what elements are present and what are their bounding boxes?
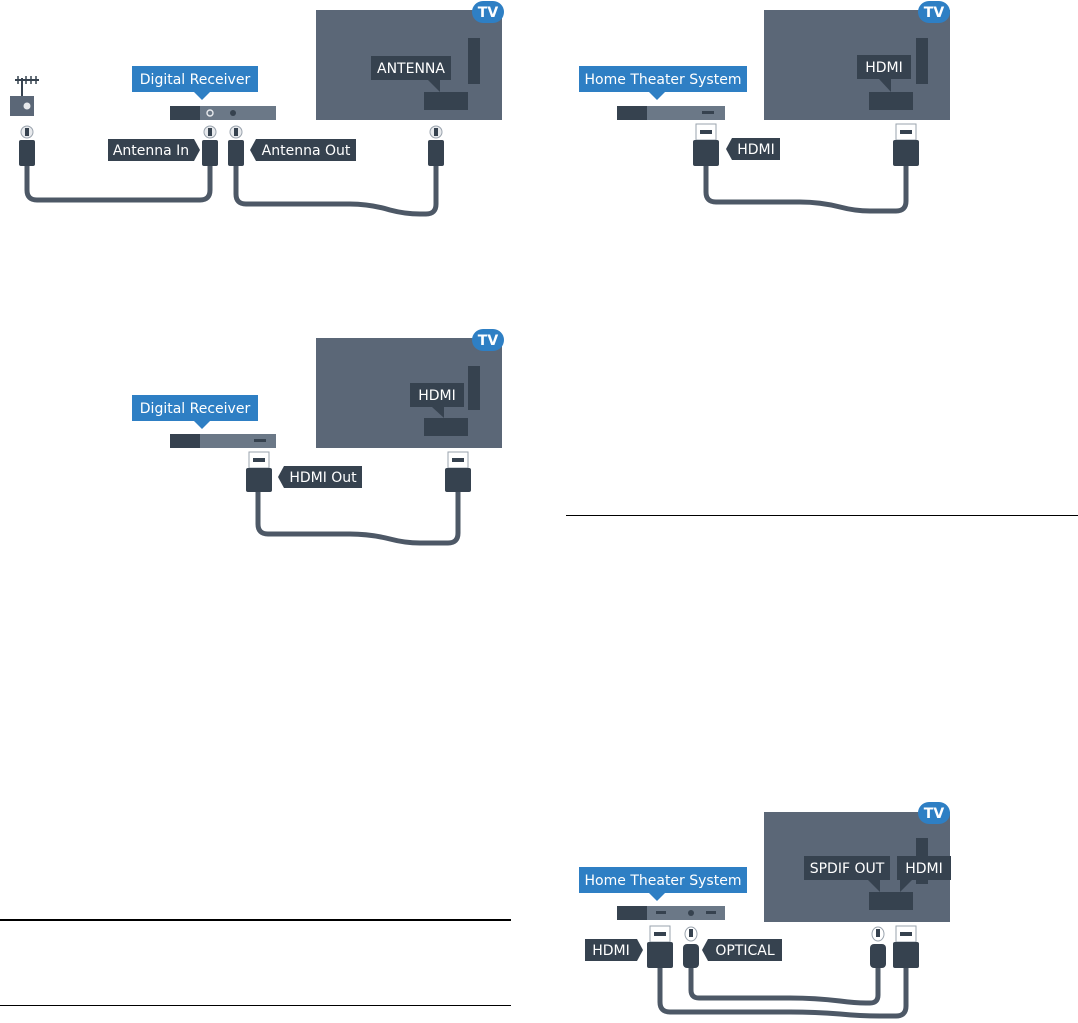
receiver-callout: Digital Receiver bbox=[132, 395, 258, 429]
digital-receiver bbox=[170, 106, 276, 120]
digital-receiver bbox=[170, 434, 276, 448]
diagram-antenna: TV ANTENNA Digital Receiver bbox=[10, 1, 504, 217]
tv-badge-label: TV bbox=[924, 806, 945, 822]
tv-port-spdif-text: SPDIF OUT bbox=[810, 861, 885, 877]
hdmi-plug bbox=[246, 451, 272, 492]
hts-callout: Home Theater System bbox=[579, 867, 747, 901]
diagram-hts-optical: TV SPDIF OUT HDMI Home Theater System bbox=[579, 802, 951, 1019]
tv-screen bbox=[316, 10, 502, 120]
tv-badge: TV bbox=[918, 802, 950, 824]
coax-plug bbox=[428, 125, 444, 166]
antenna-cable-2 bbox=[233, 166, 439, 217]
receiver-callout-text: Digital Receiver bbox=[140, 72, 251, 88]
tv-port-text: HDMI bbox=[418, 388, 456, 404]
tv-port-hdmi-text: HDMI bbox=[905, 861, 943, 877]
label-hdmi-text: HDMI bbox=[592, 943, 630, 959]
coax-plug bbox=[202, 125, 218, 166]
label-optical: OPTICAL bbox=[702, 939, 782, 961]
hts-callout-text: Home Theater System bbox=[585, 873, 742, 889]
tv-badge: TV bbox=[472, 1, 504, 23]
label-hdmi-out-text: HDMI Out bbox=[289, 470, 357, 486]
tv-badge-label: TV bbox=[478, 333, 499, 349]
hdmi-cable bbox=[657, 968, 909, 1019]
label-antenna-out-text: Antenna Out bbox=[262, 143, 351, 159]
tv-badge-label: TV bbox=[924, 5, 945, 21]
hdmi-plug bbox=[647, 925, 673, 968]
tv-port-label: ANTENNA bbox=[371, 56, 451, 92]
label-optical-text: OPTICAL bbox=[715, 943, 774, 959]
divider-left-top bbox=[0, 919, 511, 921]
label-hdmi-out: HDMI Out bbox=[278, 466, 362, 488]
receiver-callout: Digital Receiver bbox=[132, 66, 258, 100]
tv-port-label: HDMI bbox=[857, 55, 911, 92]
optical-plug bbox=[683, 926, 699, 968]
label-hdmi-text: HDMI bbox=[737, 142, 775, 158]
tv-port-label-spdif: SPDIF OUT bbox=[804, 856, 890, 892]
wall-socket-icon bbox=[10, 96, 34, 116]
hdmi-plug bbox=[893, 925, 919, 968]
hdmi-cable bbox=[703, 166, 909, 214]
coax-plug bbox=[228, 125, 244, 166]
label-antenna-out: Antenna Out bbox=[250, 139, 356, 161]
tv-badge: TV bbox=[918, 1, 950, 23]
hdmi-plug bbox=[445, 451, 471, 492]
divider-left-bottom bbox=[0, 1005, 511, 1006]
optical-plug bbox=[870, 926, 886, 968]
hdmi-plug bbox=[693, 123, 719, 166]
tv-port-text: ANTENNA bbox=[377, 61, 445, 77]
hts-callout-text: Home Theater System bbox=[585, 72, 742, 88]
hdmi-plug bbox=[893, 123, 919, 166]
diagram-hdmi-receiver: TV HDMI Digital Receiver bbox=[132, 329, 504, 546]
tv-port-label-hdmi: HDMI bbox=[897, 856, 951, 892]
tv-port-text: HDMI bbox=[865, 60, 903, 76]
receiver-callout-text: Digital Receiver bbox=[140, 401, 251, 417]
antenna-cable-1 bbox=[24, 166, 213, 203]
label-hdmi: HDMI bbox=[585, 939, 643, 961]
tv-port-label: HDMI bbox=[410, 383, 464, 418]
tv-badge-label: TV bbox=[478, 5, 499, 21]
hts-callout: Home Theater System bbox=[579, 66, 747, 100]
home-theater-system bbox=[617, 106, 725, 120]
label-antenna-in-text: Antenna In bbox=[113, 143, 189, 159]
tv-screen bbox=[764, 10, 950, 120]
diagram-hts-hdmi: TV HDMI Home Theater System bbox=[579, 1, 950, 214]
label-antenna-in: Antenna In bbox=[108, 139, 200, 161]
tv-screen bbox=[316, 338, 502, 448]
antenna-icon bbox=[15, 76, 39, 96]
divider-right bbox=[566, 515, 1078, 516]
optical-cable bbox=[688, 968, 881, 1006]
label-hdmi: HDMI bbox=[726, 138, 780, 160]
hdmi-cable bbox=[255, 492, 461, 546]
coax-plug bbox=[19, 125, 35, 166]
tv-badge: TV bbox=[472, 329, 504, 351]
home-theater-system bbox=[617, 906, 725, 920]
